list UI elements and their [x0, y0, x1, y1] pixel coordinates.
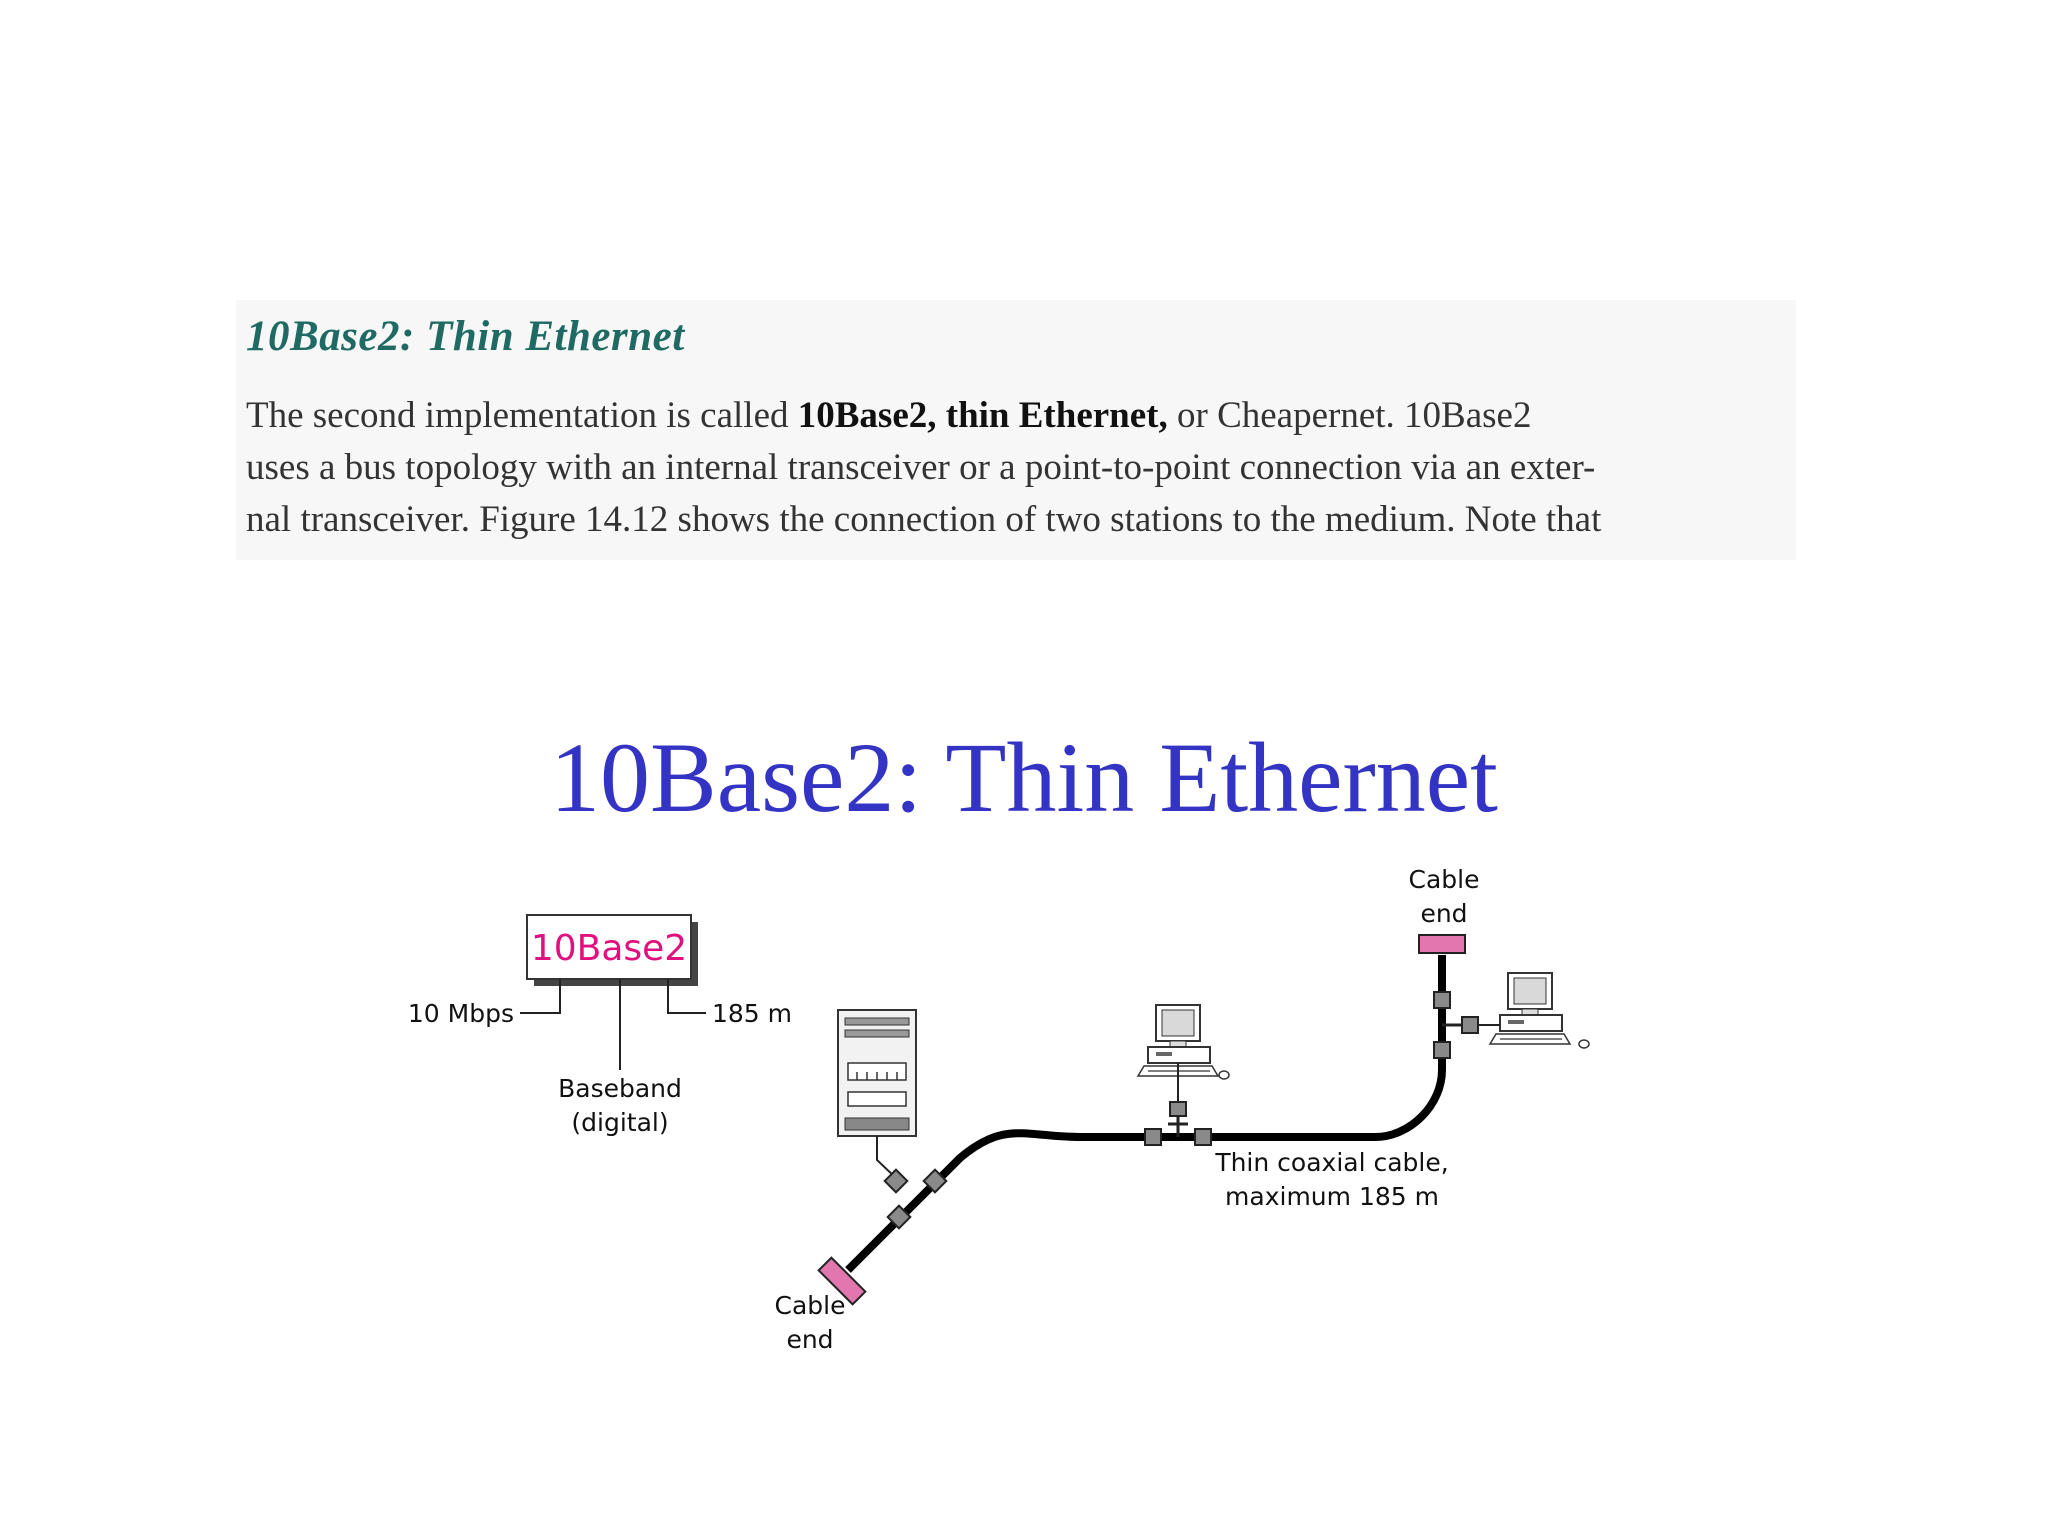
- excerpt-heading: 10Base2: Thin Ethernet: [246, 313, 685, 360]
- book-excerpt-background: [236, 300, 1796, 560]
- cable-end-top-label-line-2: end: [1420, 899, 1467, 928]
- t-connector-middle-stem: [1168, 1116, 1188, 1137]
- excerpt-line-1-bold: 10Base2, thin Ethernet,: [797, 395, 1168, 436]
- cable-label-line-1: Thin coaxial cable,: [1214, 1148, 1448, 1177]
- excerpt-line-2: uses a bus topology with an internal tra…: [246, 447, 1596, 488]
- t-connector-right-top: [1433, 991, 1451, 1009]
- excerpt-line-1-end: or Cheapernet. 10Base2: [1167, 395, 1532, 436]
- excerpt-line-1: The second implementation is called 10Ba…: [246, 390, 1756, 442]
- length-label: 185 m: [712, 999, 792, 1028]
- t-connector-server: [883, 1168, 909, 1194]
- workstation-right: [1488, 972, 1590, 1049]
- cable-label-line-2: maximum 185 m: [1225, 1182, 1439, 1211]
- cable-end-terminator-bottom: [817, 1256, 867, 1306]
- length-leader-line: [667, 979, 706, 1014]
- excerpt-paragraph: The second implementation is called 10Ba…: [246, 390, 1756, 546]
- excerpt-line-3: nal transceiver. Figure 14.12 shows the …: [246, 499, 1602, 540]
- baseband-label-line-2: (digital): [571, 1108, 668, 1137]
- rate-leader-line: [520, 979, 561, 1014]
- server-station: [837, 1009, 917, 1137]
- thin-coaxial-cable: [845, 955, 1446, 1273]
- label-box-text: 10Base2: [531, 928, 687, 969]
- t-connector-middle-left: [1144, 1128, 1162, 1146]
- server-drop-cable: [876, 1136, 897, 1179]
- cable-end-terminator-top: [1418, 934, 1466, 954]
- baseband-label-line-1: Baseband: [558, 1074, 682, 1103]
- cable-end-bottom-label-line-2: end: [786, 1325, 833, 1354]
- barrel-connector-right: [1461, 1016, 1479, 1034]
- excerpt-line-1-start: The second implementation is called: [246, 395, 798, 436]
- rate-label: 10 Mbps: [408, 999, 514, 1028]
- barrel-connector-bottom: [886, 1204, 912, 1230]
- t-connector-server-side: [922, 1168, 948, 1194]
- workstation-middle: [1136, 1004, 1230, 1080]
- t-connector-right-bottom: [1433, 1041, 1451, 1059]
- cable-end-top-label-line-1: Cable: [1409, 865, 1480, 894]
- slide-title: 10Base2: Thin Ethernet: [550, 722, 1498, 833]
- label-box: [526, 914, 692, 980]
- t-connector-middle-right: [1194, 1128, 1212, 1146]
- barrel-connector-middle: [1169, 1101, 1187, 1117]
- cable-end-bottom-label-line-1: Cable: [775, 1291, 846, 1320]
